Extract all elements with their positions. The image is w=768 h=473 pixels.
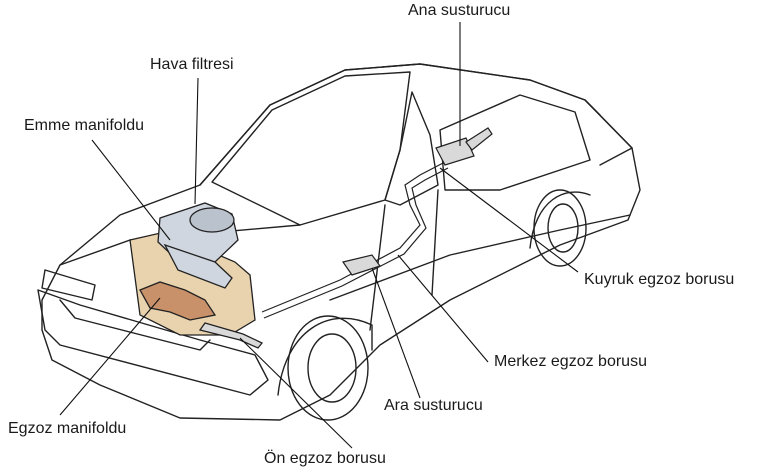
grille	[59, 299, 211, 351]
label-emme-manifoldu: Emme manifoldu	[24, 117, 145, 134]
label-ara-susturucu: Ara susturucu	[384, 397, 483, 414]
leader-kuyruk	[439, 167, 579, 273]
label-ana-susturucu: Ana susturucu	[408, 2, 511, 19]
leader-merkez	[397, 254, 489, 363]
center-pipe-bottom	[263, 167, 449, 319]
door-line	[431, 189, 439, 296]
label-kuyruk-egzoz-borusu: Kuyruk egzoz borusu	[584, 271, 735, 288]
front-bumper	[37, 289, 269, 396]
label-on-egzoz-borusu: Ön egzoz borusu	[264, 450, 386, 467]
intake-manifold-shape	[163, 243, 233, 289]
label-egzoz-manifoldu: Egzoz manifoldu	[8, 420, 127, 437]
front-wheel-outer	[287, 315, 369, 421]
label-hava-filtresi: Hava filtresi	[150, 56, 234, 73]
exhaust-manifold-shape	[139, 281, 217, 321]
leader-hava-filtresi	[194, 77, 199, 205]
headlight-left	[41, 269, 96, 301]
main-muffler	[435, 137, 475, 166]
side-window-rear	[439, 94, 591, 191]
front-wheel-inner	[307, 333, 357, 403]
leader-on-egzoz	[239, 337, 353, 449]
trunk-line	[584, 99, 633, 166]
middle-muffler	[342, 254, 381, 276]
label-merkez-egzoz-borusu: Merkez egzoz borusu	[494, 353, 647, 370]
front-pipe	[198, 322, 264, 349]
leader-egzoz-manifoldu	[59, 297, 161, 416]
leader-ara-susturucu	[371, 267, 421, 399]
front-wheel-arch	[277, 317, 373, 396]
rear-wheel-arch	[529, 191, 591, 249]
leader-emme-manifoldu	[91, 139, 171, 241]
side-crease	[329, 214, 631, 301]
side-window-front	[384, 91, 439, 206]
rear-wheel-inner	[547, 203, 579, 253]
center-pipe-top	[261, 161, 446, 313]
air-filter-cover	[189, 207, 235, 233]
windshield	[211, 71, 411, 226]
tail-pipe	[465, 127, 493, 151]
